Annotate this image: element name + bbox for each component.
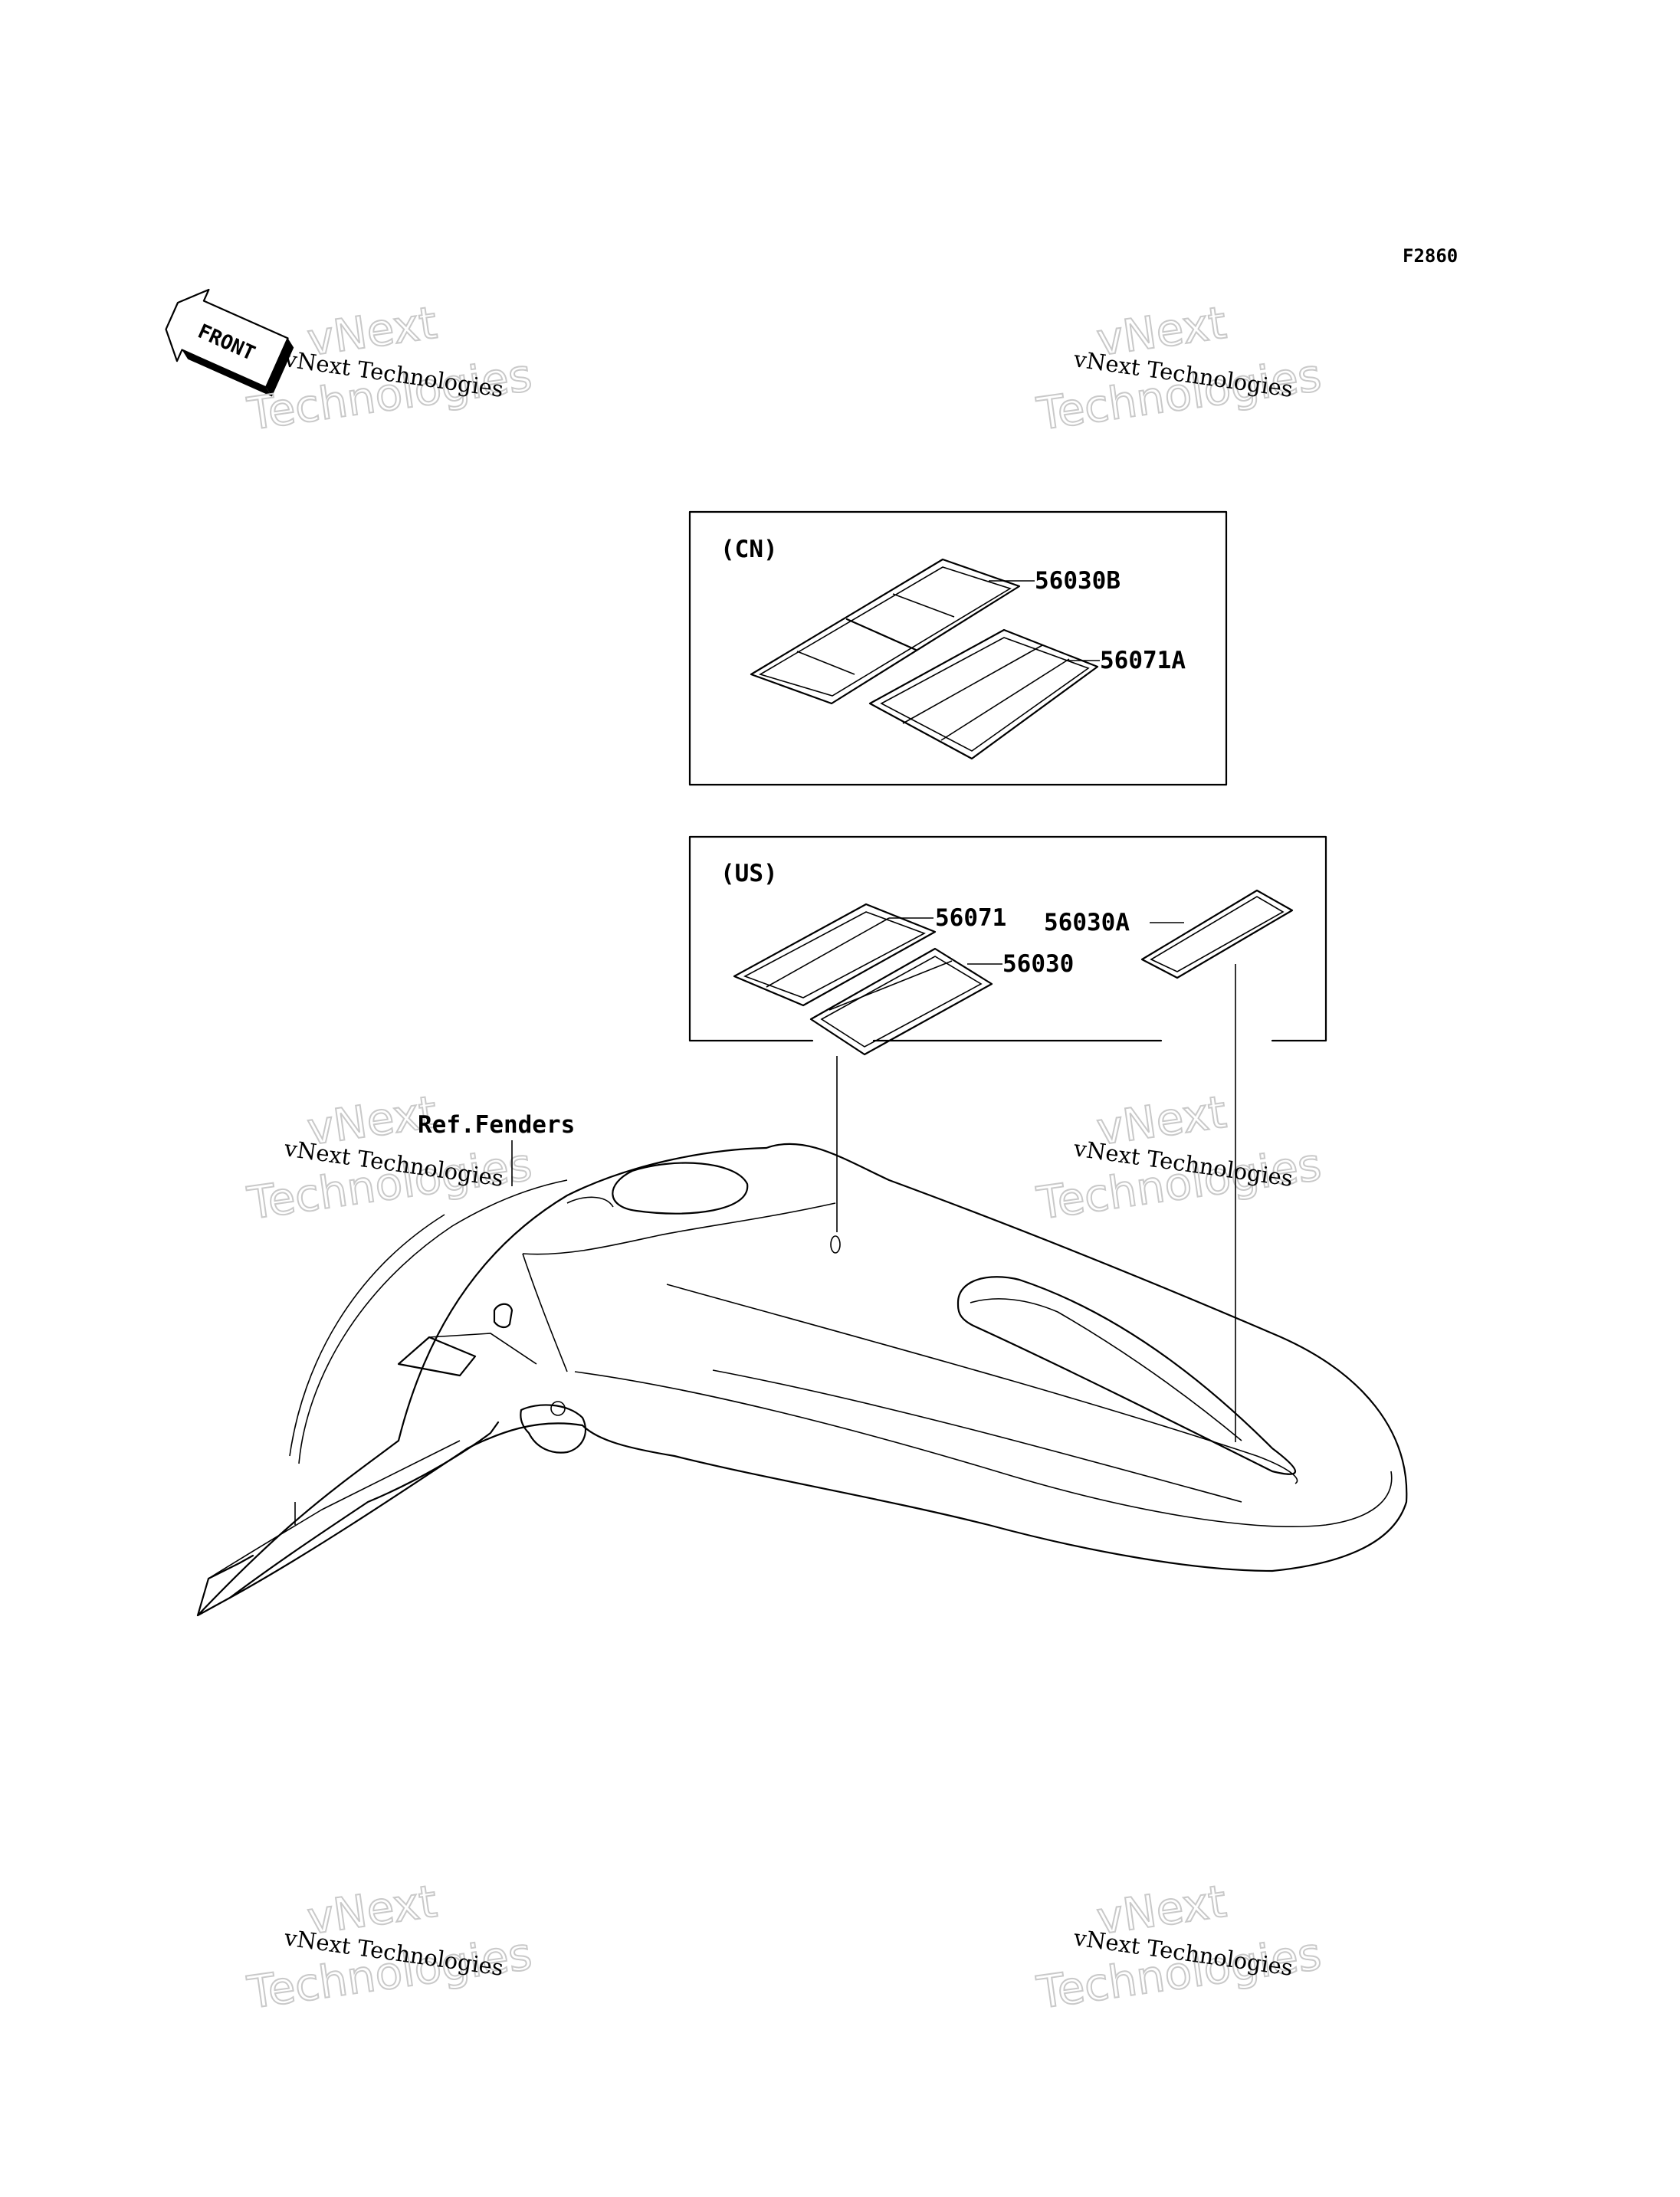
- figure-code: F2860: [1403, 245, 1458, 267]
- decal-56030b[interactable]: [750, 558, 1021, 705]
- cn-box-frame: [688, 510, 1228, 786]
- part-56030b-label[interactable]: 56030B: [1035, 567, 1121, 595]
- us-box: (US) 56071 56030 56030A: [688, 835, 1327, 1056]
- us-box-frame: [688, 835, 1327, 1042]
- cn-region-label: (CN): [720, 536, 778, 563]
- us-region-label: (US): [720, 860, 778, 887]
- part-56071-label[interactable]: 56071: [935, 904, 1006, 932]
- ref-fenders-label: Ref.Fenders: [418, 1111, 575, 1139]
- part-56071a-label[interactable]: 56071A: [1100, 647, 1186, 674]
- front-label: FRONT: [194, 320, 258, 366]
- decal-56071a[interactable]: [868, 628, 1099, 760]
- decal-56071[interactable]: [733, 903, 937, 1007]
- cn-box: (CN) 56030B 56071A: [688, 510, 1228, 786]
- part-56030a-label[interactable]: 56030A: [1044, 909, 1130, 936]
- decal-56030a[interactable]: [1140, 889, 1294, 979]
- decal-56030[interactable]: [809, 947, 993, 1056]
- part-56030-label[interactable]: 56030: [1002, 950, 1074, 978]
- rear-fender-drawing: [196, 1143, 1408, 1617]
